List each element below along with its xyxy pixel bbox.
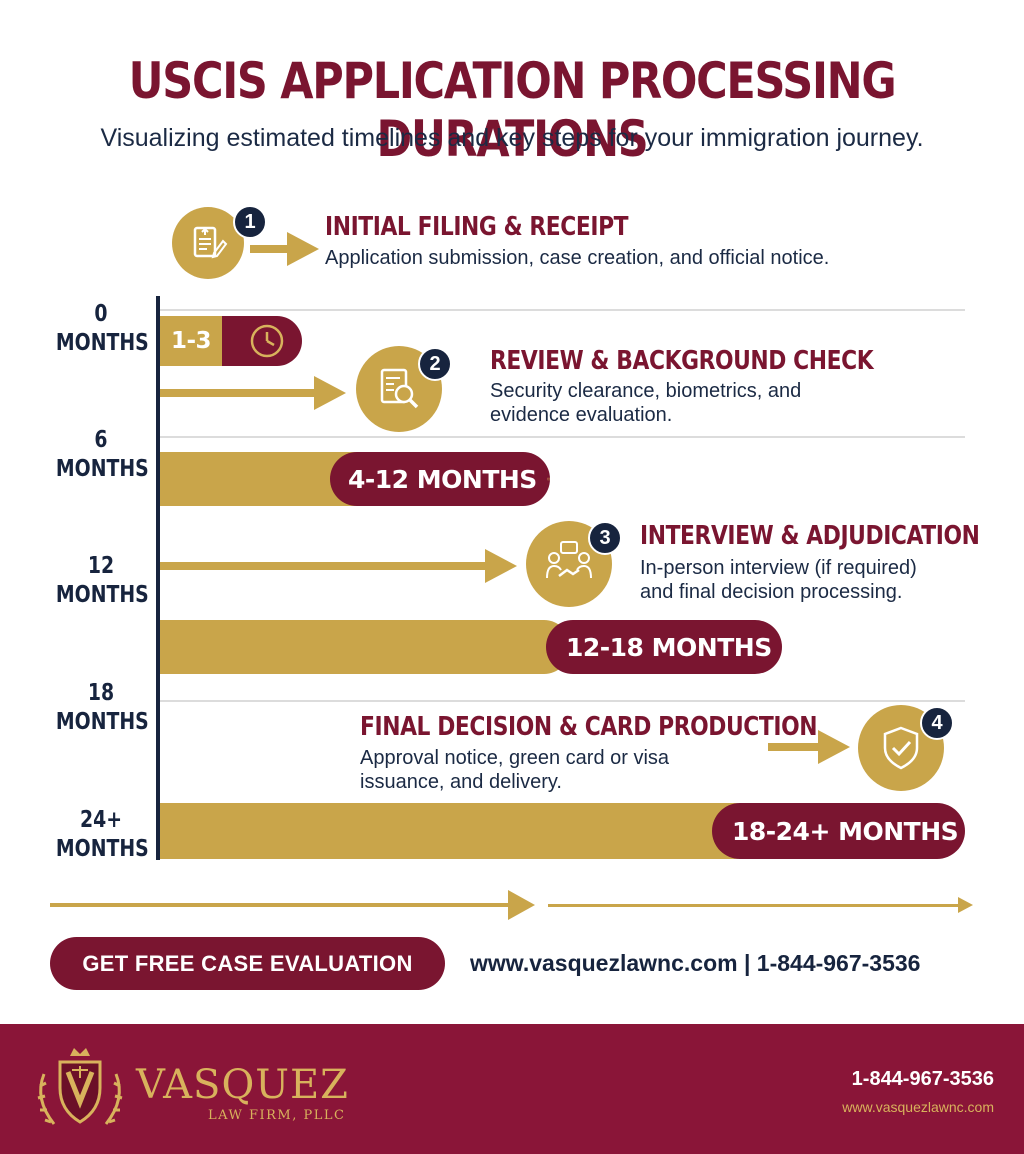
step-3-arrow-line [160,562,490,570]
law-firm-crest-icon [37,1048,123,1125]
step-1-arrow-head [287,232,319,266]
calendar-icon [547,477,550,481]
step-3-badge: 3 [588,521,622,555]
step-2-desc-line-2: evidence evaluation. [490,404,673,426]
step-3-arrow-head [485,549,517,583]
month-value: 6 [94,427,108,453]
step-2-arrow-line [160,389,318,397]
month-unit: MONTHS [55,836,149,862]
step-3-desc-line-1: In-person interview (if required) [640,557,917,579]
brand-subtitle: LAW FIRM, PLLC [208,1108,346,1123]
step-4-badge: 4 [920,706,954,740]
step-3-circle [526,521,612,607]
bottom-arrow-head-right [958,897,973,913]
step-1-badge: 1 [233,205,267,239]
step-4-arrow-line [768,743,822,751]
grid-line-18 [160,700,965,702]
month-value: 24+ [79,807,123,833]
month-label-24: 24+ MONTHS [55,806,149,864]
step-4-title: FINAL DECISION & CARD PRODUCTION [360,712,818,742]
duration-label-2: 4-12 MONTHS [348,464,537,494]
month-unit: MONTHS [55,330,149,356]
brand-name: VASQUEZ [136,1062,349,1108]
month-unit: MONTHS [55,709,149,735]
month-label-0: 0 MONTHS [55,300,149,358]
free-case-evaluation-button[interactable]: GET FREE CASE EVALUATION [50,937,445,990]
step-3-title: INTERVIEW & ADJUDICATION [640,521,980,551]
duration-bar-4 [160,803,760,859]
step-2-title: REVIEW & BACKGROUND CHECK [490,346,874,376]
bottom-arrow-head-left [508,890,535,920]
month-unit: MONTHS [55,582,149,608]
grid-line-0 [160,309,965,311]
bottom-arrow-line-left [50,903,512,907]
page-title: USCIS APPLICATION PROCESSING DURATIONS [128,52,897,168]
step-2-badge: 2 [418,347,452,381]
duration-pill-1-gold: 1-3 [160,316,222,366]
month-label-18: 18 MONTHS [55,679,149,737]
month-label-12: 12 MONTHS [55,552,149,610]
step-1-title: INITIAL FILING & RECEIPT [325,212,629,242]
month-value: 12 [87,553,115,579]
step-2-arrow-head [314,376,346,410]
step-2-desc-line-1: Security clearance, biometrics, and [490,380,802,402]
clock-icon [250,324,284,358]
duration-label-4: 18-24+ MONTHS [732,816,959,846]
step-4-desc-line-1: Approval notice, green card or visa [360,747,670,769]
step-1-circle [172,207,244,279]
interview-handshake-icon [546,541,592,579]
footer-phone[interactable]: 1-844-967-3536 [851,1068,994,1090]
step-4-desc-line-2: issuance, and delivery. [360,771,562,793]
duration-bar-3 [160,620,570,674]
duration-pill-4: 18-24+ MONTHS [712,803,965,859]
document-search-icon [380,368,419,409]
grid-line-6 [160,436,965,438]
step-1-arrow-line [250,245,290,253]
month-label-6: 6 MONTHS [55,426,149,484]
duration-pill-2: 4-12 MONTHS [330,452,550,506]
month-value: 0 [94,301,108,327]
bottom-arrow-line-right [548,904,960,907]
duration-pill-3: 12-18 MONTHS [546,620,782,674]
document-edit-icon [193,226,228,259]
shield-check-icon [883,726,919,770]
month-value: 18 [87,680,115,706]
month-unit: MONTHS [55,456,149,482]
contact-info[interactable]: www.vasquezlawnc.com | 1-844-967-3536 [470,950,921,976]
step-1-desc: Application submission, case creation, a… [325,247,830,269]
footer-bar [0,1024,1024,1154]
page-subtitle: Visualizing estimated timelines and key … [100,124,924,152]
duration-label-3: 12-18 MONTHS [566,632,772,662]
step-3-desc-line-2: and final decision processing. [640,581,903,603]
footer-website[interactable]: www.vasquezlawnc.com [842,1099,994,1115]
timeline-axis [156,296,160,860]
step-4-arrow-head [818,730,850,764]
duration-pill-1: 1-3 [160,316,302,366]
duration-label-1: 1-3 [170,328,212,354]
